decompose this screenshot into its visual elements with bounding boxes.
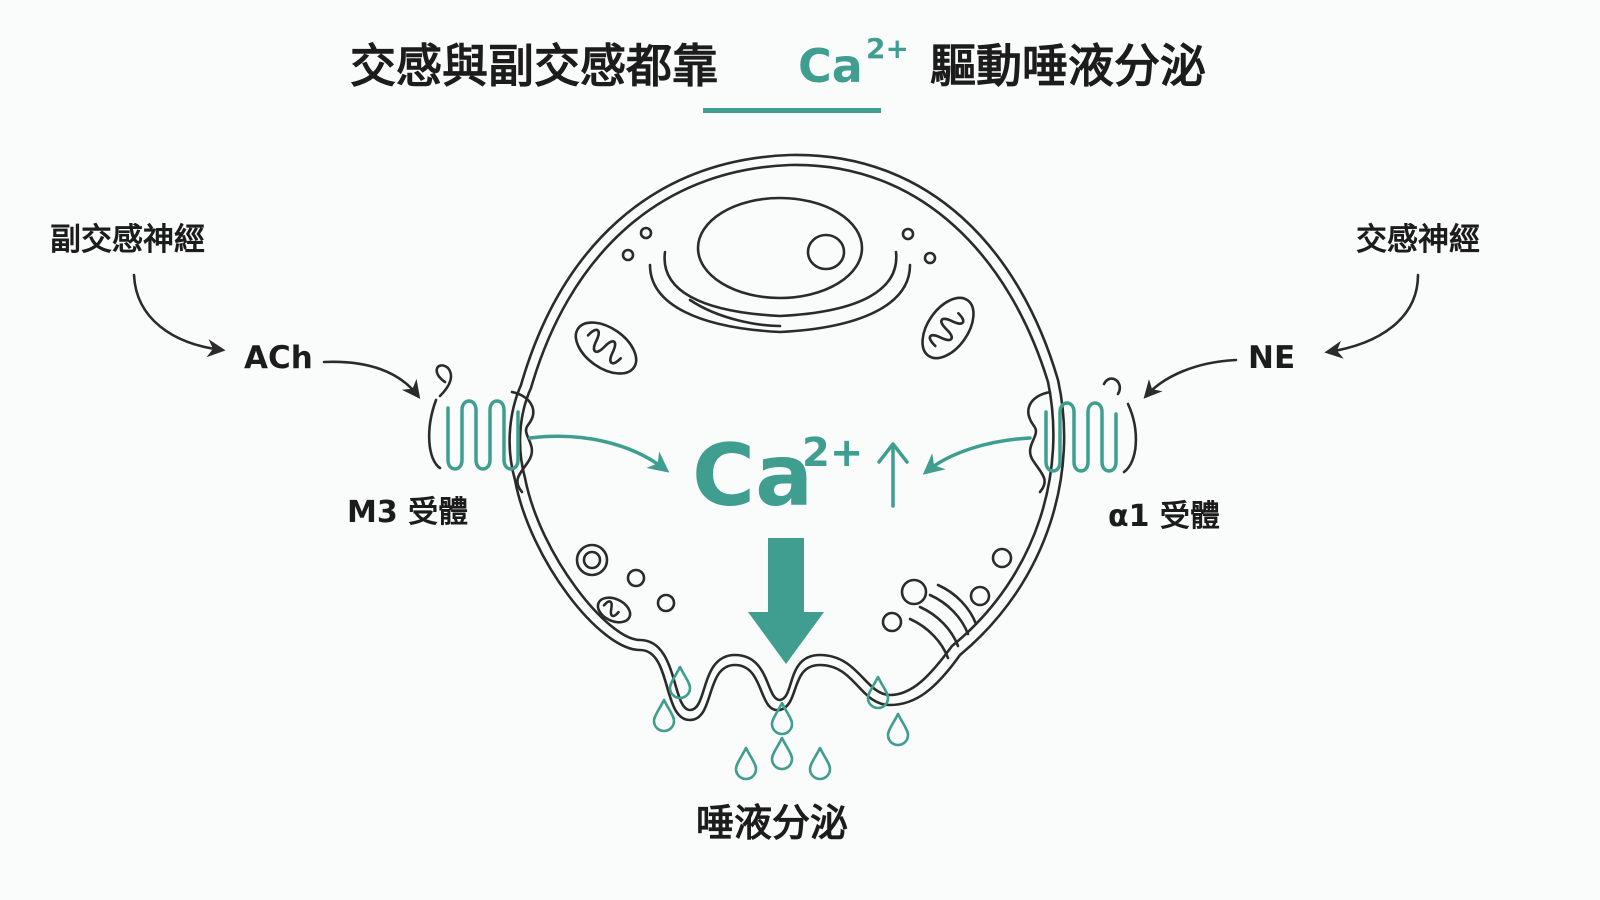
title-underline [703,108,881,113]
arrow-nerve-to-ne [1324,273,1420,359]
mitochondrion-right [921,296,975,360]
arrow-m3-to-calcium [528,434,670,473]
arrow-nerve-to-ach [132,273,226,358]
ne-label: NE [1248,340,1295,376]
page-title: 交感與副交感都靠 Ca 2+ 驅動唾液分泌 [350,32,1206,93]
calcium-increase-arrowhead [877,442,909,464]
sympathetic-nerve-label: 交感神經 [1356,222,1480,258]
mitochondrion-small [596,596,632,624]
nucleus [696,196,864,300]
mitochondrion-left [574,321,638,375]
cell-membrane-inner [518,163,1055,712]
saliva-droplets [652,665,910,781]
parasympathetic-nerve-label: 副交感神經 [50,222,205,258]
endoplasmic-reticulum [648,250,912,334]
calcium-ion: Ca [692,426,813,526]
alpha1-receptor [1027,377,1138,494]
arrow-alpha1-to-calcium [922,436,1032,475]
secretion-down-arrow [748,538,824,664]
arrow-ne-to-alpha1 [1143,358,1238,399]
m3-receptor-label: M3 受體 [347,495,468,530]
alpha1-receptor-label: α1 受體 [1108,499,1220,534]
m3-receptor [427,364,535,494]
calcium-charge: 2+ [802,430,863,476]
title-text-before: 交感與副交感都靠 [350,39,718,93]
ach-label: ACh [244,340,313,376]
saliva-secretion-label: 唾液分泌 [696,801,848,845]
arrow-ach-to-m3 [322,360,421,399]
title-ion: Ca [798,39,863,93]
vesicles [575,226,1013,633]
title-ion-charge: 2+ [866,32,909,65]
golgi-apparatus [908,583,978,660]
nucleolus [806,233,846,271]
cell-membrane-outer [508,153,1066,722]
title-text-after: 驅動唾液分泌 [930,39,1206,93]
